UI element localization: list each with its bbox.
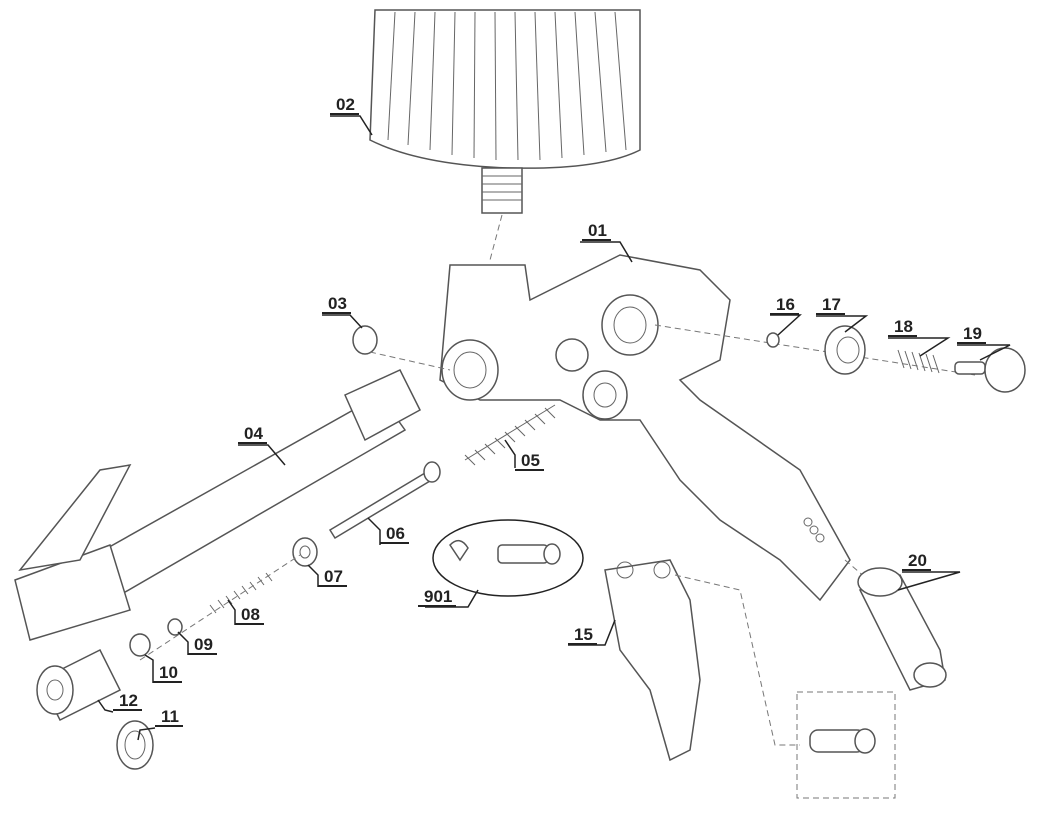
label-20: 20 (902, 552, 931, 571)
part-02-gauge (369, 9, 641, 214)
label-18: 18 (888, 318, 917, 337)
part-04-hose (14, 369, 421, 641)
label-09: 09 (188, 636, 217, 655)
label-16: 16 (770, 296, 799, 315)
label-11: 11 (155, 708, 183, 727)
part-16-washer (766, 332, 780, 348)
label-12: 12 (113, 692, 142, 711)
label-04: 04 (238, 425, 267, 444)
label-10: 10 (153, 664, 182, 683)
label-901: 901 (418, 588, 457, 607)
label-15: 15 (568, 626, 597, 645)
part-09-washer (167, 618, 183, 636)
part-17-nut (824, 325, 866, 375)
label-03: 03 (322, 295, 351, 314)
part-05-spring (464, 404, 556, 461)
part-901-highlight (432, 519, 584, 597)
part-15-trigger (604, 559, 701, 762)
part-10-washer (129, 633, 151, 657)
label-02: 02 (330, 96, 359, 115)
inset-box (796, 691, 896, 799)
part-20-coupler (857, 567, 947, 691)
label-19: 19 (957, 325, 986, 344)
label-07: 07 (318, 568, 347, 587)
part-18-spring (897, 349, 940, 374)
part-07-washer (292, 537, 318, 567)
label-08: 08 (235, 606, 264, 625)
label-01: 01 (582, 222, 611, 241)
label-17: 17 (816, 296, 845, 315)
part-12-valve (36, 648, 122, 722)
label-06: 06 (380, 525, 409, 544)
label-05: 05 (515, 452, 544, 471)
part-11-seal (116, 720, 154, 770)
part-03-washer (352, 325, 378, 355)
